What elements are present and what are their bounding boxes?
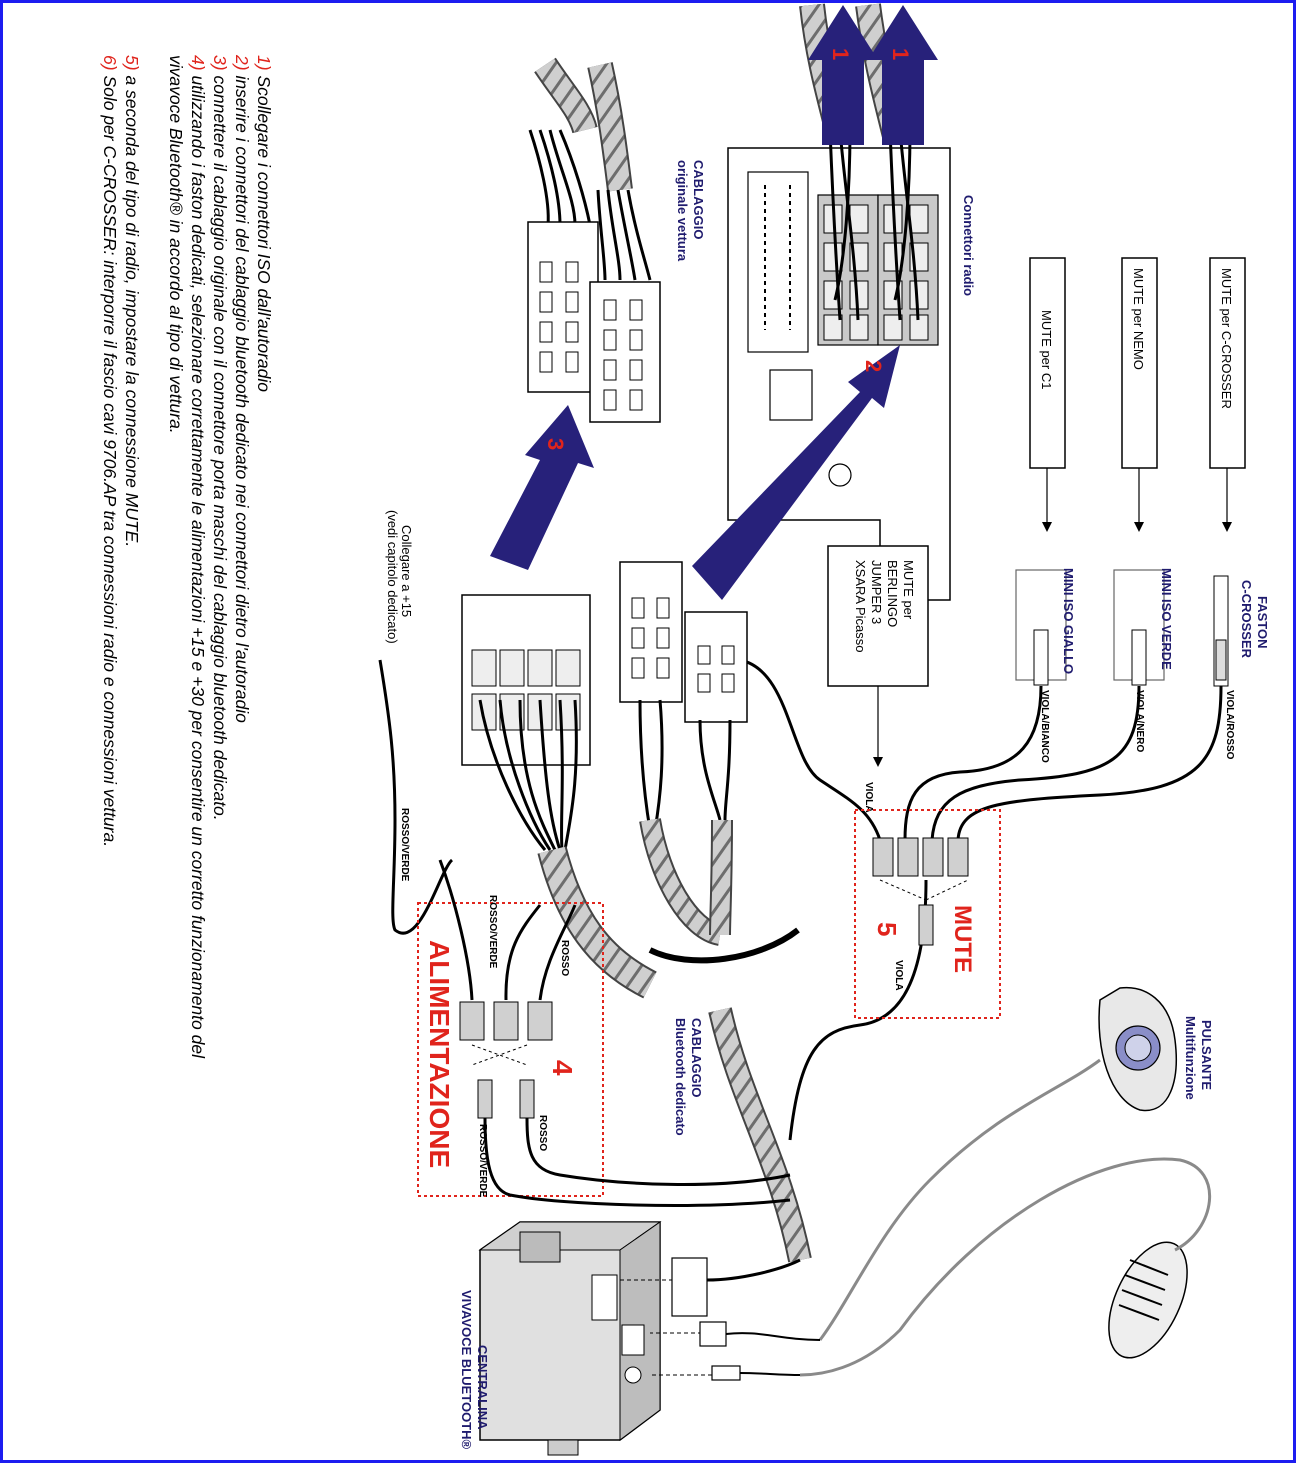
label-mute-nemo: MUTE per NEMO — [1131, 268, 1146, 370]
label-cablaggio-bt-1: CABLAGGIO — [689, 1018, 704, 1097]
label-mute-multi-1: BERLINGO — [885, 560, 900, 627]
wire-rosso-verde-1: ROSSO/VERDE — [399, 808, 410, 882]
instruction-2: 2) inserire i connettori del cablaggio b… — [232, 54, 252, 723]
label-mute-multi-3: XSARA Picasso — [853, 560, 868, 653]
wire-rosso-1: ROSSO — [559, 940, 570, 976]
label-mute-multi-0: MUTE per — [901, 560, 916, 620]
multifunction-button — [818, 986, 1177, 1341]
label-cablaggio-originale-2: originale vettura — [675, 160, 690, 262]
wire-rosso-verde-2: ROSSO/VERDE — [487, 895, 498, 969]
wire-viola-nero: VIOLA/NERO — [1134, 690, 1145, 752]
label-mute-multi-2: JUMPER 3 — [869, 560, 884, 624]
label-mini-iso-verde: MINI ISO VERDE — [1159, 568, 1174, 670]
label-mute-c1: MUTE per C1 — [1039, 310, 1054, 389]
alimentazione-title: ALIMENTAZIONE — [424, 940, 455, 1168]
instruction-5: 5) a seconda del tipo di radio, impostar… — [122, 55, 142, 547]
mute-wires — [739, 658, 1223, 1141]
step-5: 5 — [872, 922, 902, 936]
mute-title: MUTE — [949, 905, 976, 973]
instruction-6: 6) Solo per C-CROSSER: interporre il fas… — [100, 55, 120, 847]
wire-viola-bianco: VIOLA/BIANCO — [1039, 690, 1050, 763]
wire-rosso-verde-3: ROSSO/VERDE — [477, 1124, 488, 1198]
microphone — [799, 1157, 1212, 1377]
arrow-1b: 1 — [868, 5, 938, 145]
instruction-3: 3) connettere il cablaggio originale con… — [210, 55, 230, 821]
label-centralina-1: CENTRALINA — [475, 1345, 490, 1430]
label-collegare-2: (vedi capitolo dedicato) — [385, 510, 400, 644]
label-faston-2: C-CROSSER — [1239, 580, 1254, 659]
instruction-list: 1) Scollegare i connettori ISO dall'auto… — [100, 54, 274, 1059]
label-mini-iso-giallo: MINI ISO GIALLO — [1061, 568, 1076, 674]
original-harness — [527, 57, 661, 423]
step-4: 4 — [547, 1060, 578, 1076]
label-collegare-1: Collegare a +15 — [399, 525, 414, 617]
wire-rosso-2: ROSSO — [537, 1115, 548, 1151]
bt-harness-connectors — [461, 561, 748, 851]
label-cablaggio-originale-1: CABLAGGIO — [691, 160, 706, 239]
svg-text:1: 1 — [888, 48, 913, 60]
instruction-4-cont: vivavoce Bluetooth® in accordo al tipo d… — [166, 55, 186, 434]
label-cablaggio-bt-2: Bluetooth dedicato — [673, 1018, 688, 1136]
instruction-4: 4) utilizzando i faston dedicati, selezi… — [188, 55, 208, 1059]
label-connettori-radio: Connettori radio — [961, 195, 976, 296]
arrow-3: 3 — [490, 405, 594, 570]
wire-viola-2: VIOLA — [893, 960, 904, 991]
wire-viola-rosso: VIOLA/ROSSO — [1224, 690, 1235, 760]
label-centralina-2: VIVAVOCE BLUETOOTH® — [459, 1290, 474, 1450]
centralina-module — [478, 1221, 821, 1456]
label-pulsante-1: PULSANTE — [1199, 1020, 1214, 1090]
label-mute-c-crosser: MUTE per C-CROSSER — [1219, 268, 1234, 409]
arrow-2: 2 — [692, 345, 900, 600]
svg-text:2: 2 — [861, 360, 886, 372]
mute-group: MUTE 5 — [854, 809, 1001, 1019]
alimentazione-group: ALIMENTAZIONE 4 — [417, 859, 791, 1207]
mute-connectors — [1015, 569, 1229, 687]
label-faston-1: FASTON — [1255, 596, 1270, 649]
mute-boxes: MUTE per C-CROSSER MUTE per NEMO MUTE pe… — [827, 257, 1246, 767]
svg-text:3: 3 — [543, 438, 568, 450]
svg-text:1: 1 — [828, 48, 853, 60]
bt-sheaths — [537, 818, 812, 1263]
label-pulsante-2: Multifunzione — [1183, 1016, 1198, 1100]
instruction-1: 1) Scollegare i connettori ISO dall'auto… — [254, 55, 274, 392]
arrow-1a: 1 — [808, 5, 878, 145]
wire-viola-1: VIOLA — [863, 782, 874, 813]
plus15-wire — [378, 659, 454, 935]
